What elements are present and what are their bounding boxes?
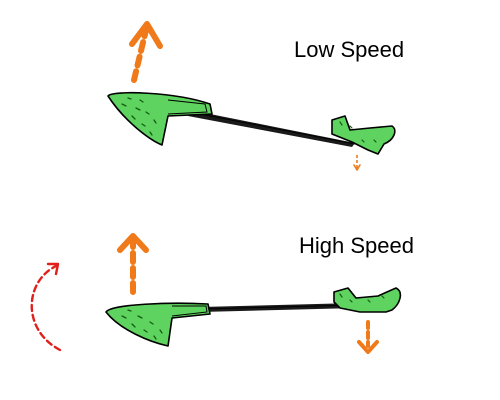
high-speed-glider: [105, 233, 402, 354]
low-speed-lift-arrow: [129, 21, 163, 83]
high-speed-lift-arrow: [117, 233, 149, 295]
high-speed-tail: [333, 287, 402, 313]
low-speed-wing: [107, 91, 213, 146]
high-speed-wing: [105, 302, 211, 347]
high-speed-fuselage: [199, 303, 357, 312]
high-speed-tail-force-arrow: [357, 320, 379, 354]
low-speed-fuselage: [188, 110, 356, 147]
low-speed-tail: [331, 115, 396, 155]
low-speed-label: Low Speed: [294, 37, 405, 62]
pitch-rotation-arrow: [30, 262, 62, 352]
low-speed-tail-force-arrow: [353, 155, 361, 171]
low-speed-glider: [107, 21, 396, 171]
high-speed-label: High Speed: [299, 233, 414, 258]
